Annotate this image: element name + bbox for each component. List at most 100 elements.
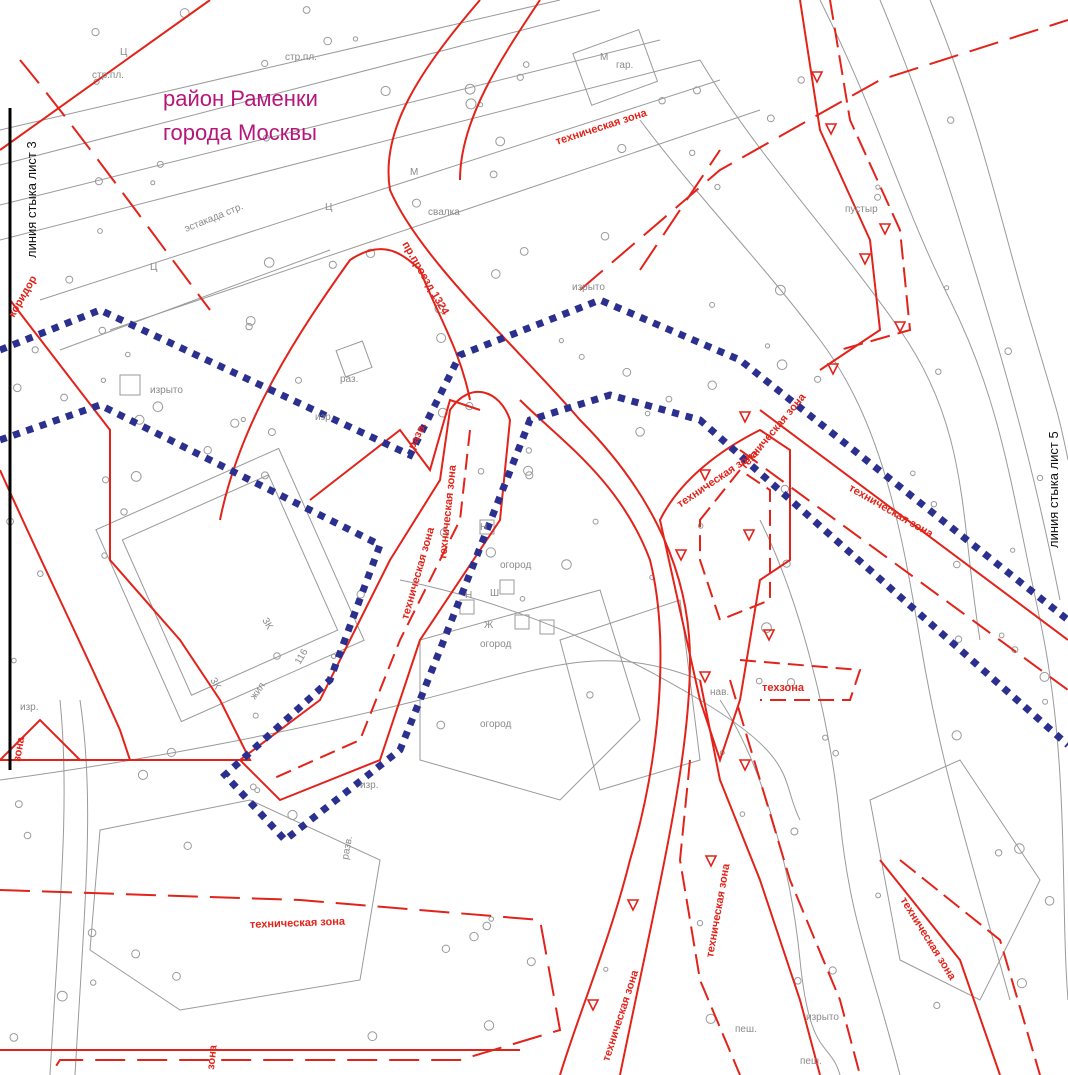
tree-symbol — [412, 198, 421, 208]
base-label: пеш. — [800, 1056, 822, 1067]
base-label: эстакада стр. — [183, 201, 245, 235]
tree-symbol — [689, 149, 696, 157]
base-label: раз. — [340, 374, 358, 385]
base-label: пеш. — [735, 1024, 757, 1035]
tree-symbol — [9, 1033, 19, 1042]
tree-symbol — [101, 552, 108, 559]
base-label: 3К — [259, 616, 274, 632]
tree-symbol — [526, 957, 536, 967]
tree-symbol — [1014, 843, 1025, 854]
tree-symbol — [790, 827, 799, 836]
tree-symbol — [125, 351, 131, 358]
tree-symbol — [295, 376, 302, 384]
tree-symbol — [951, 730, 962, 741]
tree-symbol — [696, 919, 704, 927]
tree-symbol — [705, 1013, 716, 1025]
tree-symbol — [516, 73, 524, 81]
base-label: изрыто — [806, 1012, 839, 1023]
base-label: стр.пл. — [92, 70, 124, 81]
tree-symbol — [56, 990, 68, 1002]
tree-symbol — [617, 143, 627, 154]
tree-symbol — [707, 380, 717, 390]
tree-symbol — [65, 275, 74, 284]
tree-symbol — [739, 811, 746, 817]
tree-symbol — [87, 928, 97, 938]
tree-symbol — [31, 346, 39, 354]
zone-label: техническая зона — [704, 862, 732, 959]
tree-symbol — [822, 734, 829, 741]
base-label: Ц — [120, 47, 128, 58]
tree-symbol — [709, 301, 716, 308]
tree-symbol — [90, 979, 97, 986]
base-label: Н — [465, 590, 472, 601]
tree-symbol — [323, 36, 333, 46]
tree-symbol — [91, 27, 100, 37]
tree-symbol — [172, 971, 181, 981]
tree-symbol — [240, 416, 246, 423]
tree-symbol — [561, 559, 572, 570]
base-label: Ц — [150, 262, 158, 273]
tree-symbol — [120, 508, 128, 516]
base-label: жил. — [248, 678, 269, 701]
tree-symbol — [328, 260, 337, 269]
zone-label: техническая зона — [600, 968, 641, 1063]
tree-symbol — [776, 359, 788, 371]
base-label: изрыто — [572, 282, 605, 293]
tree-symbol — [152, 401, 164, 413]
tree-symbol — [482, 921, 492, 931]
tree-symbol — [94, 177, 103, 186]
tree-symbol — [436, 720, 446, 730]
tree-symbol — [302, 6, 311, 14]
tree-symbol — [203, 446, 212, 455]
tree-symbol — [644, 410, 651, 417]
tree-symbol — [1039, 671, 1050, 682]
tree-symbol — [953, 560, 961, 569]
zone-label: техническая зона — [847, 482, 936, 540]
tree-symbol — [156, 160, 164, 168]
zone-labels: техническая зона техническая зона технич… — [6, 107, 958, 1071]
tree-symbol — [875, 184, 881, 190]
zone-label: техническая зона — [897, 895, 958, 983]
tree-symbol — [263, 257, 275, 268]
district-title: район Раменки города Москвы — [163, 86, 318, 145]
base-label: свалка — [428, 207, 460, 218]
base-label: огород — [480, 639, 511, 650]
tree-symbol — [523, 465, 534, 476]
tree-symbol — [519, 247, 529, 256]
tree-symbol — [947, 116, 955, 124]
tree-symbol — [137, 769, 149, 781]
tree-symbol — [592, 518, 599, 525]
tree-symbol — [245, 322, 253, 331]
tree-symbol — [603, 966, 609, 972]
tree-symbol — [786, 678, 796, 687]
zone-label: техническая зона — [738, 391, 809, 472]
zone-label: зона — [205, 1044, 220, 1071]
tree-symbol — [262, 134, 270, 142]
tree-symbol — [352, 36, 359, 42]
tree-symbol — [439, 527, 449, 538]
tree-symbol — [875, 892, 881, 899]
tree-symbol — [131, 949, 141, 959]
tree-symbol — [761, 622, 772, 634]
tree-symbol — [1010, 547, 1016, 553]
tree-symbol — [814, 375, 822, 383]
zone-label: техническая зона — [399, 525, 437, 621]
tree-symbol — [23, 831, 32, 840]
tree-symbol — [665, 395, 673, 403]
tree-symbol — [495, 136, 506, 147]
tree-symbol — [525, 447, 532, 454]
district-title-line2: города Москвы — [163, 120, 317, 145]
tree-symbol — [775, 284, 786, 296]
tree-symbol — [491, 269, 501, 279]
tree-symbol — [1004, 347, 1013, 356]
tree-symbol — [944, 285, 950, 291]
tree-symbol — [1044, 896, 1055, 906]
base-label: разв. — [340, 835, 355, 860]
base-label: Ц — [325, 202, 333, 213]
tree-symbol — [780, 484, 790, 494]
zone-markers — [586, 71, 907, 1012]
tree-symbol — [166, 747, 176, 758]
base-label: изр. — [315, 412, 334, 423]
tree-symbol — [287, 809, 298, 821]
